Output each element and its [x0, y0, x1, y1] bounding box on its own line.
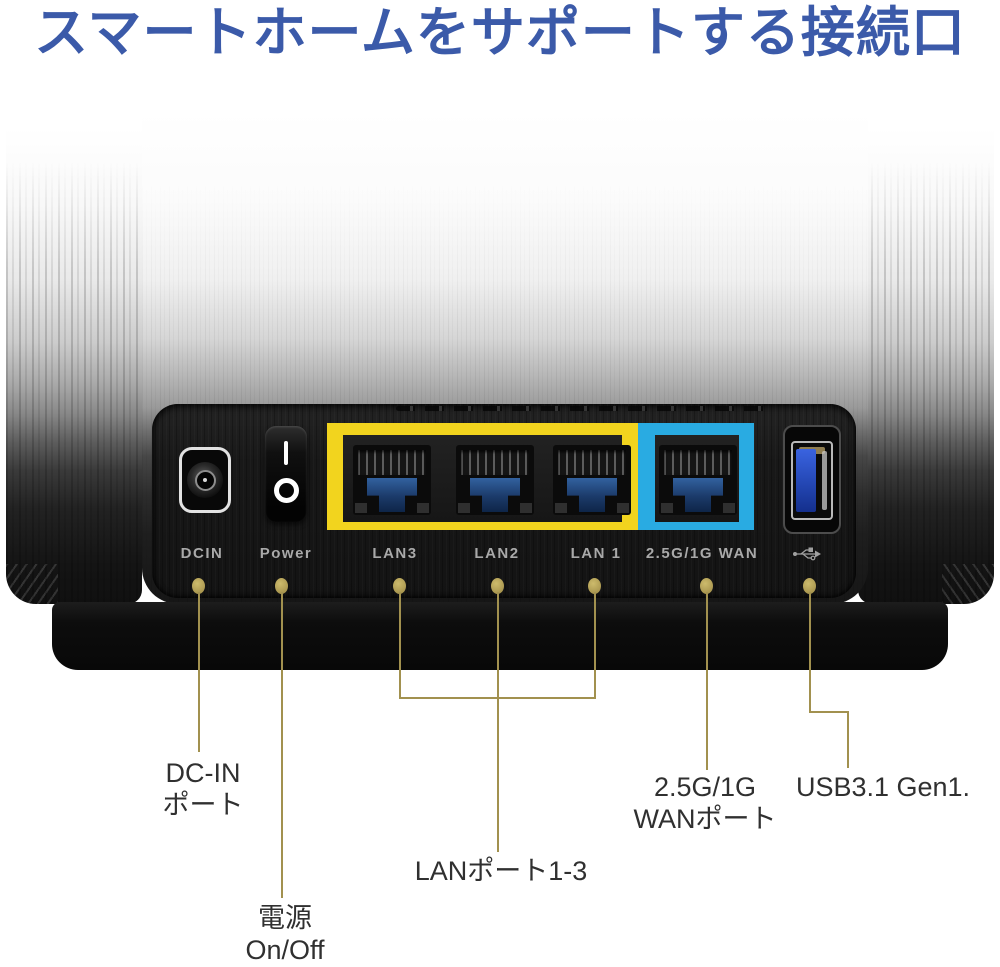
callout-label-usb: USB3.1 Gen1.: [795, 772, 971, 802]
callout-dot-dcin: [192, 578, 205, 594]
port-label-power: Power: [259, 545, 313, 562]
rj45-pins: [358, 450, 426, 475]
dc-pin: [203, 478, 207, 482]
power-off-icon: [274, 478, 299, 503]
callout-line-lan3: [399, 592, 401, 699]
rj45-pins: [558, 450, 626, 475]
usb-port: [783, 425, 841, 534]
callout-line-usb-v2: [847, 711, 849, 768]
callout-label-wan: 2.5G/1G WANポート: [633, 772, 777, 834]
power-on-icon: [284, 441, 288, 465]
rj45-pins: [664, 450, 732, 475]
callout-label-dc-in: DC-IN ポート: [162, 758, 244, 820]
port-label-dcin: DCIN: [180, 545, 224, 562]
callout-label-power: 電源 On/Off: [245, 903, 325, 965]
callout-dot-lan2: [491, 578, 504, 594]
rj45-port-lan1: [553, 445, 631, 515]
callout-line-power: [281, 592, 283, 898]
rj45-port-lan3: [353, 445, 431, 515]
usb-port-side: [822, 451, 827, 510]
device-fin-right: [858, 128, 994, 604]
port-label-lan2: LAN2: [474, 545, 520, 562]
vent-grille: [396, 406, 770, 411]
callout-dot-lan3: [393, 578, 406, 594]
dc-jack: [179, 447, 231, 513]
callout-dot-usb: [803, 578, 816, 594]
rj45-tongue: [367, 478, 417, 512]
device-fin-left: [6, 128, 142, 604]
callout-line-wan: [706, 592, 708, 770]
rj45-tongue: [673, 478, 723, 512]
rj45-tongue: [567, 478, 617, 512]
callout-label-lan: LANポート1-3: [414, 856, 588, 886]
callout-dot-wan: [700, 578, 713, 594]
rj45-pins: [461, 450, 529, 475]
callout-line-dcin: [198, 592, 200, 752]
callout-line-usb-h: [809, 711, 849, 713]
usb-icon: [793, 547, 821, 561]
port-label-wan: 2.5G/1G WAN: [645, 545, 759, 562]
rj45-tongue: [470, 478, 520, 512]
usb-port-shell: [791, 441, 833, 520]
power-switch: [265, 426, 307, 522]
port-label-lan3: LAN3: [372, 545, 418, 562]
usb-port-tab: [796, 449, 816, 512]
callout-line-lan2: [497, 592, 499, 852]
callout-line-lan1: [594, 592, 596, 699]
device-base: [52, 602, 948, 670]
callout-dot-power: [275, 578, 288, 594]
dc-barrel: [187, 462, 223, 498]
callout-line-usb-v1: [809, 592, 811, 713]
rj45-port-wan: [659, 445, 737, 515]
dc-ring: [194, 469, 216, 491]
callout-dot-lan1: [588, 578, 601, 594]
page-title: スマートホームをサポートする接続口: [34, 3, 966, 63]
rj45-port-lan2: [456, 445, 534, 515]
port-label-lan1: LAN 1: [570, 545, 622, 562]
